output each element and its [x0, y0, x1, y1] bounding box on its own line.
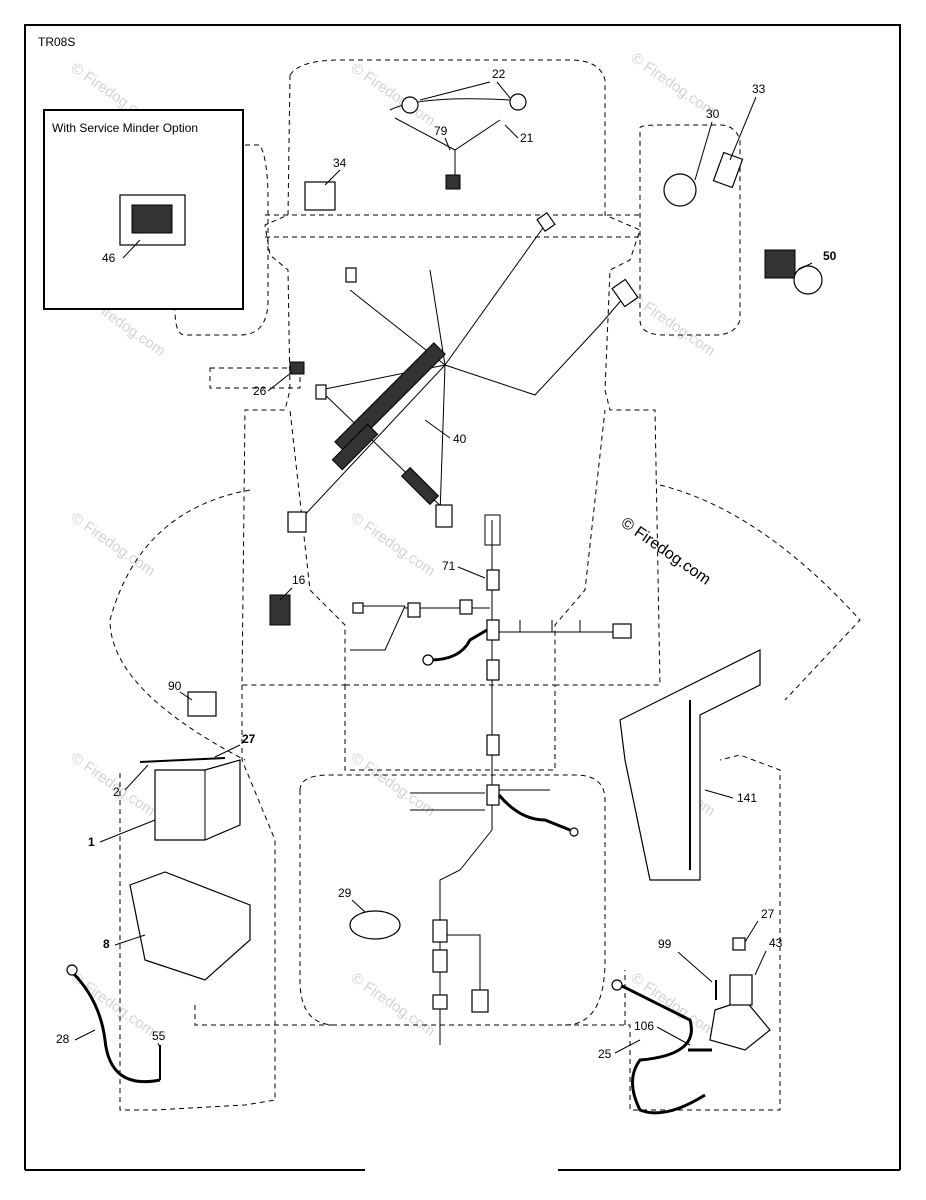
meter-window — [131, 204, 173, 234]
part-33-key — [712, 151, 744, 189]
part-29-horn — [349, 910, 401, 940]
callout-1: 1 — [88, 835, 95, 849]
tractor-outline — [109, 59, 861, 1111]
part-30-ignition-switch — [663, 173, 697, 207]
callout-22: 22 — [492, 67, 506, 81]
part-43-solenoid — [709, 937, 771, 1051]
callout-141: 141 — [737, 791, 757, 805]
firedog-watermark: © Firedog.com — [618, 514, 714, 588]
callout-33: 33 — [752, 82, 766, 96]
diagram-code: TR08S — [38, 35, 75, 49]
watermark: © Firedog.com — [68, 509, 159, 579]
callout-50: 50 — [823, 249, 837, 263]
part-141-bracket — [619, 649, 761, 881]
callouts: 22 79 21 34 30 33 50 46 26 40 71 16 90 2… — [56, 67, 837, 1061]
part-2-bolt — [139, 757, 226, 763]
part-28-cable — [70, 970, 161, 1084]
callout-40: 40 — [453, 432, 467, 446]
callout-34: 34 — [333, 156, 347, 170]
watermark: © Firedog.com — [68, 969, 159, 1039]
callout-27-bottom: 27 — [761, 907, 775, 921]
callout-2: 2 — [113, 785, 120, 799]
cable-25-terminal — [611, 979, 623, 991]
lower-wire-harness — [350, 514, 632, 1045]
callout-30: 30 — [706, 107, 720, 121]
callout-90: 90 — [168, 679, 182, 693]
callout-106: 106 — [634, 1019, 654, 1033]
part-8-battery-tray — [129, 871, 251, 981]
callout-28: 28 — [56, 1032, 70, 1046]
callout-46: 46 — [102, 251, 116, 265]
watermark: © Firedog.com — [628, 289, 719, 359]
watermark: © Firedog.com — [348, 969, 439, 1039]
callout-55: 55 — [152, 1029, 166, 1043]
callout-16: 16 — [292, 573, 306, 587]
part-1-battery — [154, 759, 241, 841]
part-90-fuse — [187, 691, 217, 717]
part-16-relay — [269, 594, 291, 626]
callout-79: 79 — [434, 124, 448, 138]
callout-25: 25 — [598, 1047, 612, 1061]
part-50-cap — [793, 265, 823, 295]
callout-29: 29 — [338, 886, 352, 900]
callout-71: 71 — [442, 559, 456, 573]
inset-title: With Service Minder Option — [52, 121, 198, 135]
upper-wire-harness — [287, 211, 639, 533]
part-50-switch — [764, 249, 796, 279]
part-25-cable — [619, 983, 706, 1115]
watermark: © Firedog.com — [348, 59, 439, 129]
page-border — [24, 24, 901, 1170]
callout-21: 21 — [520, 131, 534, 145]
callout-43: 43 — [769, 936, 783, 950]
callout-27-top: 27 — [242, 732, 256, 746]
callout-8: 8 — [103, 937, 110, 951]
part-34-switch — [304, 181, 336, 211]
callout-99: 99 — [658, 937, 672, 951]
headlight-assembly — [389, 93, 527, 190]
cable-28-terminal — [66, 964, 78, 976]
watermark: © Firedog.com — [348, 749, 439, 819]
watermark: © Firedog.com — [348, 509, 439, 579]
callout-26: 26 — [253, 384, 267, 398]
conduit — [331, 342, 446, 506]
watermark: © Firedog.com — [628, 49, 719, 119]
leader-lines — [74, 81, 813, 1054]
